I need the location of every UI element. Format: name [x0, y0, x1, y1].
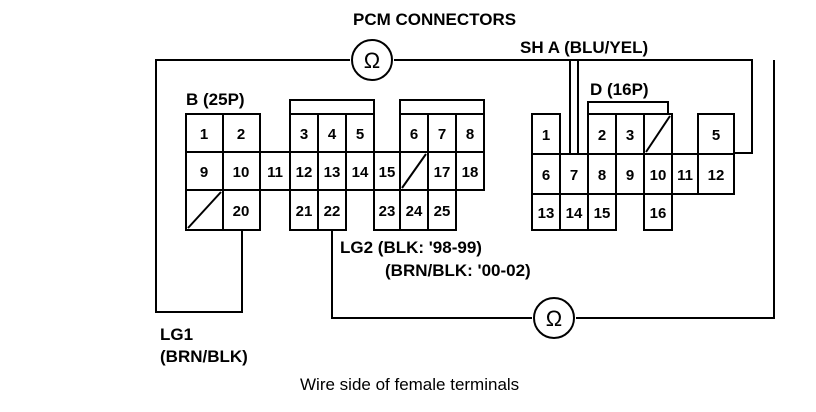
pin-d8-label: 8 [598, 167, 606, 184]
pin-b3-label: 3 [300, 126, 308, 143]
pin-b22 [317, 189, 347, 231]
pin-b21-label: 21 [296, 203, 313, 220]
lg2-label-line2: (BRN/BLK: '00-02) [385, 261, 531, 280]
pin-b25 [427, 189, 457, 231]
pin-b10 [222, 151, 261, 191]
pin-d1 [531, 113, 561, 155]
pin-b15-label: 15 [379, 164, 396, 181]
lg2-label-line1: LG2 (BLK: '98-99) [340, 238, 482, 257]
pin-b22-label: 22 [324, 203, 341, 220]
pin-d6-label: 6 [542, 167, 550, 184]
shield-label: SH A (BLU/YEL) [520, 38, 648, 57]
pin-b8-label: 8 [466, 126, 474, 143]
bottom-meter-circuit: Ω [331, 60, 775, 339]
pin-d3-label: 3 [626, 127, 634, 144]
pin-d2-label: 2 [598, 127, 606, 144]
pin-b24-label: 24 [406, 203, 423, 220]
pin-b23 [373, 189, 401, 231]
pin-d9 [615, 153, 645, 195]
pin-b1-label: 1 [200, 126, 208, 143]
pin-d14-label: 14 [566, 205, 583, 222]
connector-d-label: D (16P) [590, 80, 649, 99]
pin-d13-label: 13 [538, 205, 555, 222]
connector-d: 1 2 3 5 6 7 8 9 10 11 12 13 14 15 16 [531, 101, 735, 231]
pin-b5-label: 5 [356, 126, 364, 143]
pin-b4-label: 4 [328, 126, 337, 143]
pin-b18-label: 18 [462, 164, 479, 181]
pin-b12-label: 12 [296, 164, 313, 181]
pin-b20-label: 20 [233, 203, 250, 220]
pin-b6-label: 6 [410, 126, 418, 143]
bottom-ohm-symbol: Ω [546, 306, 562, 331]
pin-b7-label: 7 [438, 126, 446, 143]
top-meter-circuit: Ω [155, 39, 753, 313]
lg1-label-line2: (BRN/BLK) [160, 347, 248, 366]
pin-d11-label: 11 [677, 167, 693, 184]
pin-b17 [427, 151, 457, 191]
pin-d7-label: 7 [570, 167, 578, 184]
shield-wire [569, 60, 579, 157]
pin-b25-label: 25 [434, 203, 451, 220]
pin-d12-label: 12 [708, 167, 725, 184]
pin-d10-label: 10 [650, 167, 667, 184]
pin-d15-label: 15 [594, 205, 611, 222]
lg1-label-line1: LG1 [160, 325, 193, 344]
pin-d15 [587, 193, 617, 231]
pin-b9-label: 9 [200, 164, 208, 181]
pin-b8 [455, 113, 485, 153]
pin-b11-label: 11 [267, 164, 283, 181]
connector-b-label: B (25P) [186, 90, 245, 109]
pin-d11 [671, 153, 699, 195]
pin-b10-label: 10 [233, 164, 250, 181]
pin-d9-label: 9 [626, 167, 634, 184]
pin-d1-label: 1 [542, 127, 550, 144]
pin-d5-label: 5 [712, 127, 720, 144]
pin-b23-label: 23 [379, 203, 396, 220]
pin-d16 [643, 193, 673, 231]
pin-b14-label: 14 [352, 164, 369, 181]
top-ohm-symbol: Ω [364, 48, 380, 73]
pin-b18 [455, 151, 485, 191]
pin-b20 [222, 189, 261, 231]
pin-b17-label: 17 [434, 164, 451, 181]
pin-b12 [289, 151, 319, 191]
pin-d7 [559, 153, 589, 195]
pin-b13-label: 13 [324, 164, 341, 181]
connector-b: 1 2 3 4 5 6 7 8 9 10 11 12 13 14 15 17 1… [185, 99, 485, 231]
pin-b2-label: 2 [237, 126, 245, 143]
pin-b21 [289, 189, 319, 231]
diagram-title: PCM CONNECTORS [353, 10, 516, 29]
pin-d16-label: 16 [650, 205, 667, 222]
diagram-caption: Wire side of female terminals [300, 375, 519, 394]
pin-d12 [697, 153, 735, 195]
